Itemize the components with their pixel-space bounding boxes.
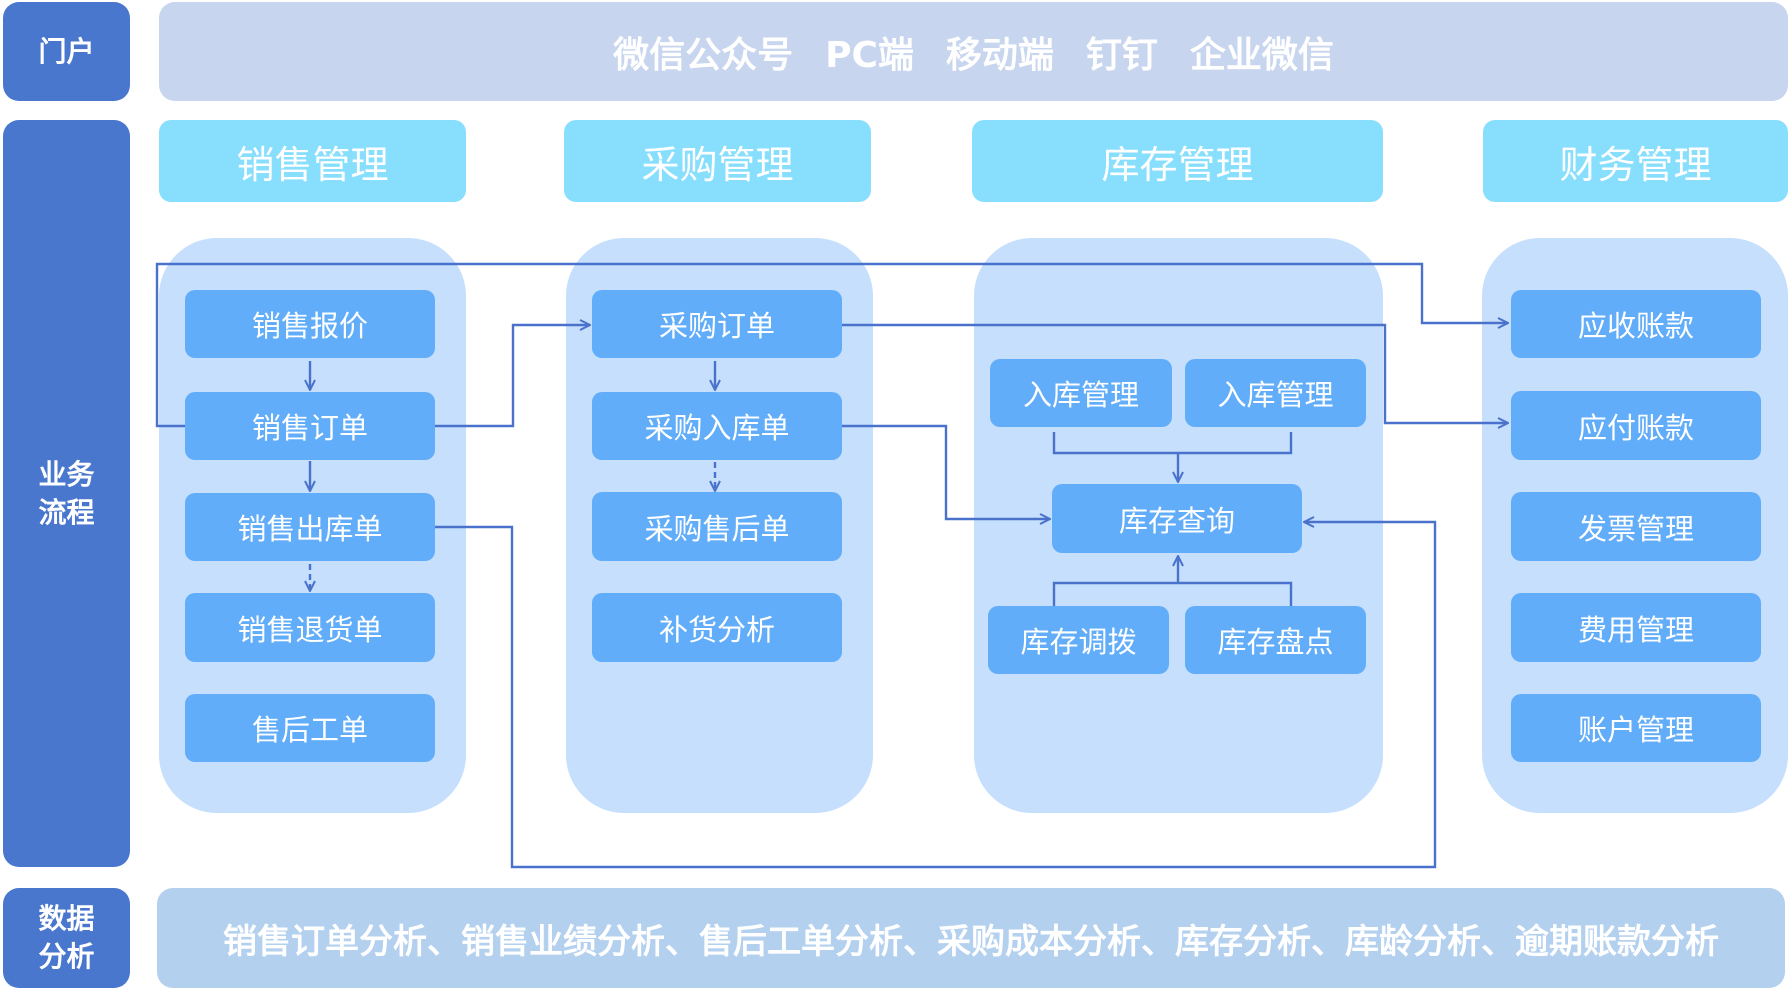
data-analysis-text: 销售订单分析、销售业绩分析、售后工单分析、采购成本分析、库存分析、库龄分析、逾期… xyxy=(223,914,1719,963)
business-process-label: 业务 流程 xyxy=(3,120,130,867)
portal-channel[interactable]: 钉钉 xyxy=(1085,34,1158,76)
analysis-item[interactable]: 采购成本分析、 xyxy=(937,921,1175,962)
sales-item-aftersale-ticket[interactable]: 售后工单 xyxy=(185,694,435,762)
inventory-item-stocktake[interactable]: 库存盘点 xyxy=(1185,606,1366,674)
analysis-item[interactable]: 库龄分析、 xyxy=(1345,921,1515,962)
purchase-item-inbound[interactable]: 采购入库单 xyxy=(592,392,842,460)
sales-item-outbound[interactable]: 销售出库单 xyxy=(185,493,435,561)
finance-item-payable[interactable]: 应付账款 xyxy=(1511,391,1761,460)
purchase-item-aftersale[interactable]: 采购售后单 xyxy=(592,492,842,561)
portal-channel[interactable]: 移动端 xyxy=(945,34,1054,76)
finance-item-invoice[interactable]: 发票管理 xyxy=(1511,492,1761,561)
module-header-inventory[interactable]: 库存管理 xyxy=(972,120,1383,202)
portal-channel[interactable]: PC端 xyxy=(825,34,914,76)
module-header-finance[interactable]: 财务管理 xyxy=(1483,120,1788,202)
analysis-item[interactable]: 售后工单分析、 xyxy=(699,921,937,962)
analysis-item[interactable]: 销售业绩分析、 xyxy=(461,921,699,962)
portal-channel[interactable]: 微信公众号 xyxy=(613,34,794,76)
finance-item-account[interactable]: 账户管理 xyxy=(1511,694,1761,762)
analysis-item[interactable]: 销售订单分析、 xyxy=(223,921,461,962)
analysis-item[interactable]: 逾期账款分析 xyxy=(1515,921,1719,962)
analysis-item[interactable]: 库存分析、 xyxy=(1175,921,1345,962)
portal-channels-text: 微信公众号 PC端移动端钉钉企业微信 xyxy=(597,26,1350,78)
sales-item-return[interactable]: 销售退货单 xyxy=(185,593,435,662)
purchase-item-order[interactable]: 采购订单 xyxy=(592,290,842,358)
data-analysis-bar: 销售订单分析、销售业绩分析、售后工单分析、采购成本分析、库存分析、库龄分析、逾期… xyxy=(157,888,1785,988)
finance-item-receivable[interactable]: 应收账款 xyxy=(1511,290,1761,358)
finance-item-expense[interactable]: 费用管理 xyxy=(1511,593,1761,662)
inventory-item-inbound-mgmt-2[interactable]: 入库管理 xyxy=(1185,359,1366,427)
inventory-item-inbound-mgmt-1[interactable]: 入库管理 xyxy=(990,359,1172,427)
sales-item-quote[interactable]: 销售报价 xyxy=(185,290,435,358)
portal-channel[interactable]: 企业微信 xyxy=(1189,34,1334,76)
inventory-item-transfer[interactable]: 库存调拨 xyxy=(988,606,1169,674)
sales-item-order[interactable]: 销售订单 xyxy=(185,392,435,460)
data-analysis-label: 数据 分析 xyxy=(3,888,130,988)
module-header-sales[interactable]: 销售管理 xyxy=(159,120,466,202)
portal-channels-bar: 微信公众号 PC端移动端钉钉企业微信 xyxy=(159,2,1788,101)
inventory-item-query[interactable]: 库存查询 xyxy=(1052,484,1302,553)
module-header-purchase[interactable]: 采购管理 xyxy=(564,120,871,202)
purchase-item-replenish-analysis[interactable]: 补货分析 xyxy=(592,593,842,662)
portal-label: 门户 xyxy=(3,2,130,101)
